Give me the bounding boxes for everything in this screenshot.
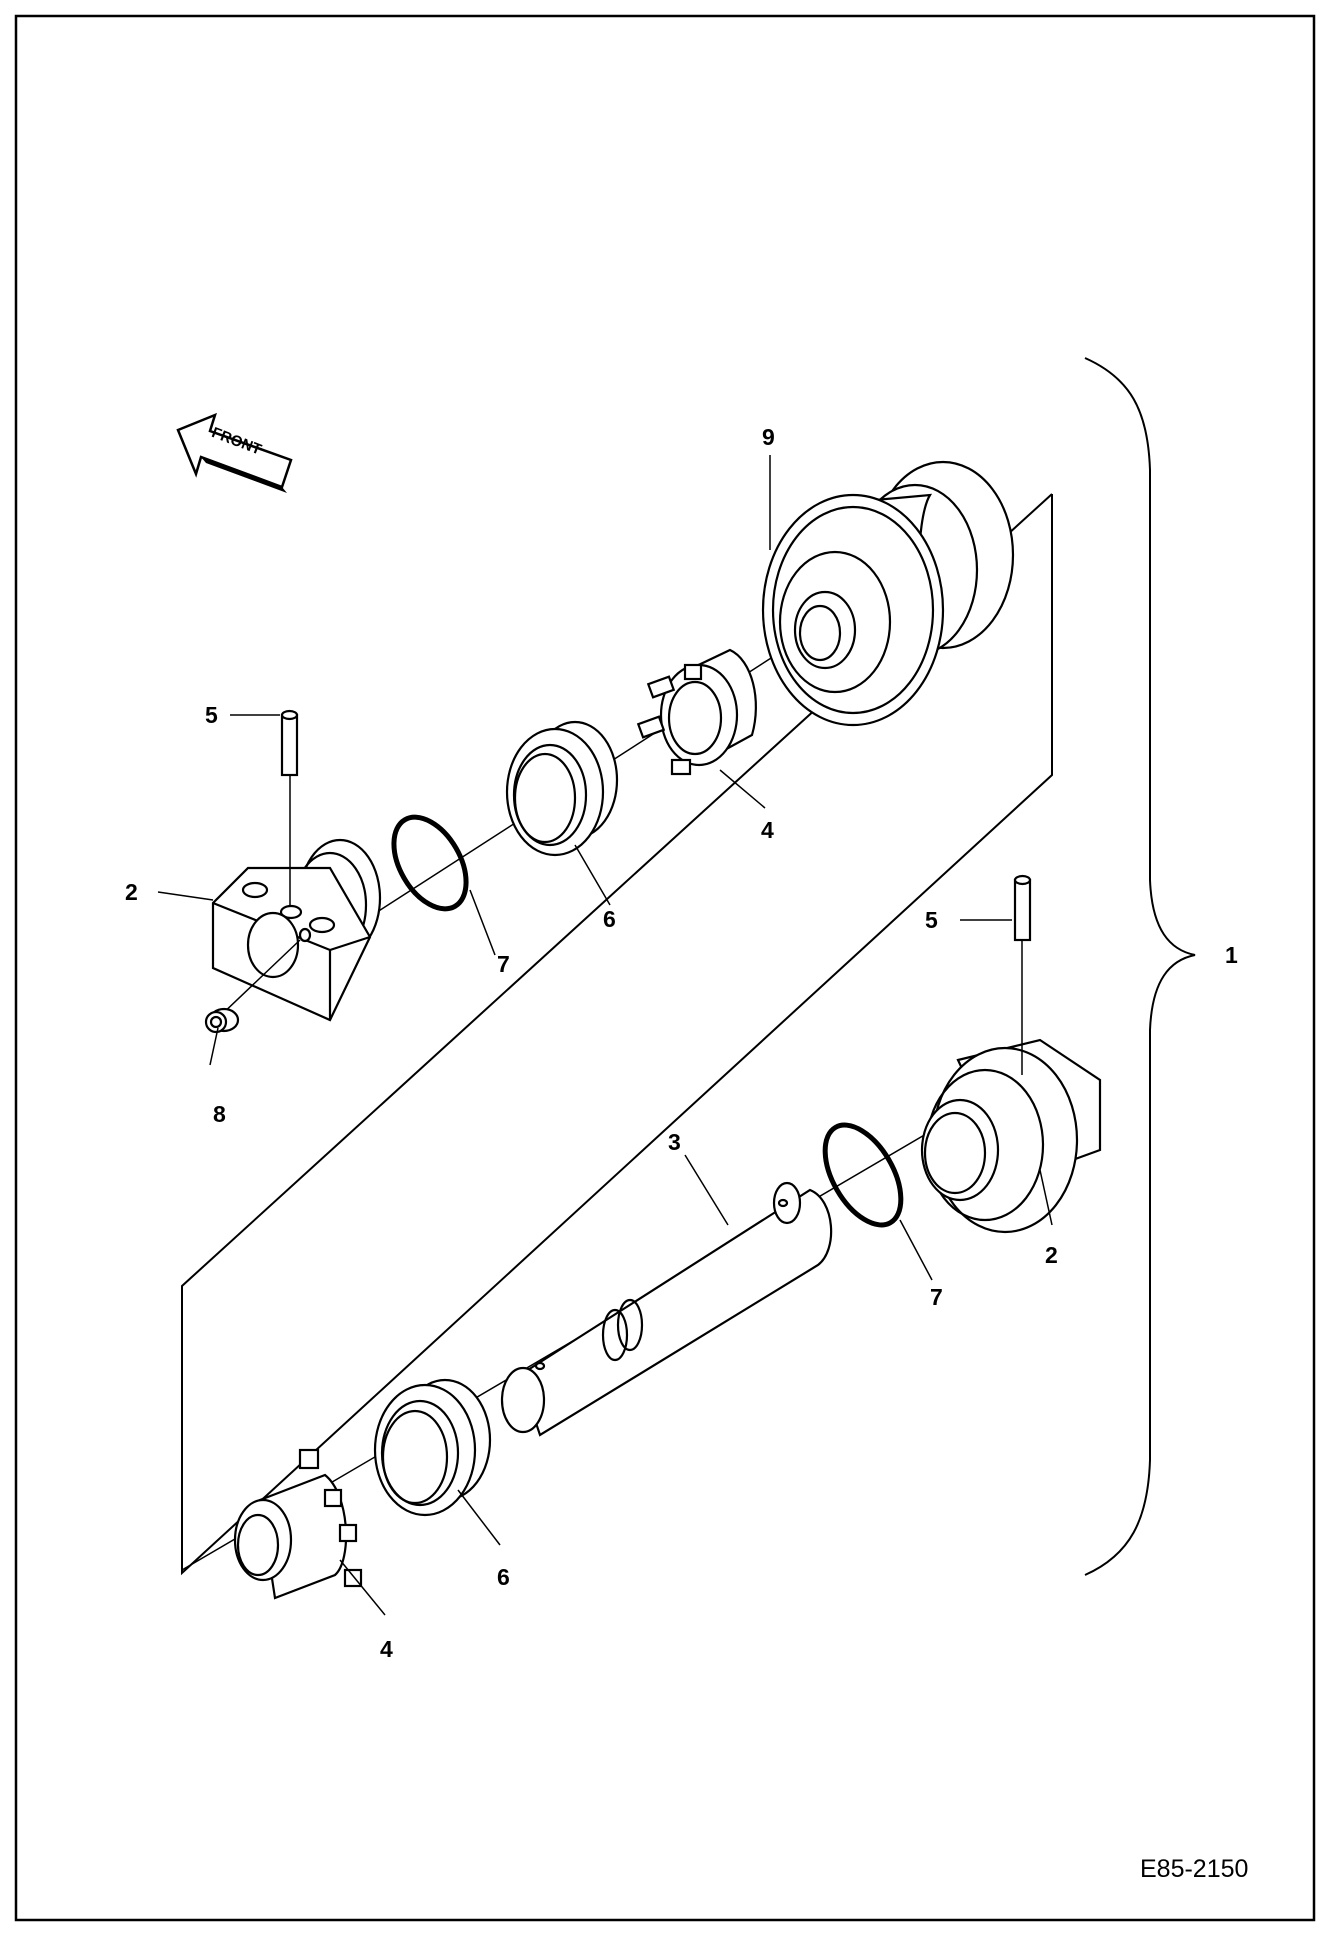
bracket-upper: [211, 838, 382, 1022]
shaft: [500, 1181, 833, 1437]
pin-lower: [1013, 874, 1032, 1075]
leader-lines: [157, 455, 1053, 1616]
callout-roller: 9: [762, 424, 775, 450]
callout-plug: 8: [213, 1101, 226, 1127]
assembly-plane: [181, 493, 1053, 1576]
collar-lower: [233, 1448, 363, 1600]
callout-bracket-upper: 2: [125, 879, 138, 905]
callout-bracket-lower: 2: [1045, 1242, 1058, 1268]
front-arrow-icon: [176, 412, 293, 489]
callout-oring-lower: 7: [930, 1284, 943, 1310]
seal-lower: [373, 1378, 492, 1517]
callout-oring-upper: 7: [497, 951, 510, 977]
callout-collar-lower: 4: [380, 1636, 393, 1662]
plug: [204, 939, 301, 1034]
oring-lower: [822, 1122, 904, 1228]
track-roller: [761, 460, 1015, 727]
callout-pin-upper: 5: [205, 702, 218, 728]
assembly-brace: [1084, 357, 1196, 1576]
callout-seal-upper: 6: [603, 906, 616, 932]
collar-upper: [636, 648, 757, 776]
callout-seal-lower: 6: [497, 1564, 510, 1590]
callout-assembly: 1: [1225, 942, 1238, 968]
oring-upper: [391, 814, 469, 912]
page-border: [14, 14, 1316, 1922]
drawing-code: E85-2150: [1140, 1855, 1248, 1883]
callout-pin-lower: 5: [925, 907, 938, 933]
seal-upper: [505, 720, 619, 857]
bracket-lower: [920, 1038, 1102, 1234]
pin-upper: [280, 709, 299, 905]
callout-collar-upper: 4: [761, 817, 774, 843]
front-arrow: FRONT: [176, 412, 293, 493]
callout-shaft: 3: [668, 1129, 681, 1155]
